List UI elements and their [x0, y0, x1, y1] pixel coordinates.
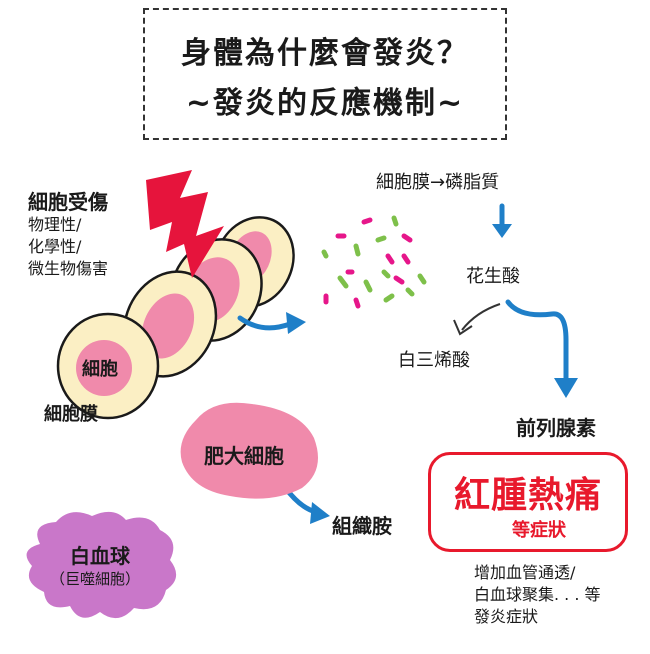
mast-cell-label: 肥大細胞 [204, 444, 284, 468]
arrow-cells-to-fragments [237, 315, 293, 331]
membrane-fragments [321, 215, 427, 309]
arrow-aa-to-prostaglandin [505, 299, 569, 383]
note-line-3: 發炎症狀 [474, 607, 539, 626]
wbc-label: 白血球 [70, 544, 130, 568]
note-line-1: 增加血管通透/ [474, 563, 576, 582]
arrowhead-4 [310, 502, 330, 524]
note-line-2: 白血球聚集. . . 等 [474, 585, 601, 604]
histamine-label: 組織胺 [332, 514, 392, 538]
arrowhead-2 [492, 224, 512, 238]
leukotriene-label: 白三烯酸 [398, 350, 470, 371]
arrowhead-1 [286, 312, 306, 334]
lightning-icon [146, 170, 224, 278]
title-line-1: 身體為什麼會發炎？ [181, 36, 469, 71]
membrane-label: 細胞膜 [44, 404, 98, 425]
cell-2-nucleus [141, 293, 195, 359]
cause-physical: 物理性/ [28, 215, 82, 234]
wbc-sub-label: （巨噬細胞） [50, 570, 141, 588]
injury-label: 細胞受傷 [28, 190, 108, 214]
injury-causes: 物理性/ 化學性/ 微生物傷害 [28, 214, 108, 280]
cell-1-nucleus [76, 340, 132, 396]
symptoms-note: 增加血管通透/ 白血球聚集. . . 等 發炎症狀 [474, 562, 601, 628]
mast-cell-shape [180, 402, 318, 499]
arrowhead-3 [554, 378, 578, 398]
symptoms-sub: 等症狀 [512, 520, 566, 541]
symptoms-box [428, 452, 628, 552]
cause-chemical: 化學性/ [28, 237, 82, 256]
phospholipid-label: 細胞膜→磷脂質 [376, 172, 500, 193]
cause-microbial: 微生物傷害 [28, 259, 109, 278]
title-line-2: ~發炎的反應機制~ [185, 86, 465, 121]
arachidonic-acid-label: 花生酸 [466, 266, 520, 287]
title-box [143, 8, 507, 140]
prostaglandin-label: 前列腺素 [516, 416, 596, 440]
cell-label: 細胞 [82, 359, 118, 380]
arrow-aa-to-leukotriene [461, 303, 501, 331]
symptoms-main: 紅腫熱痛 [453, 475, 602, 516]
arrowhead-grey [453, 319, 473, 336]
wbc-shape [26, 511, 177, 619]
